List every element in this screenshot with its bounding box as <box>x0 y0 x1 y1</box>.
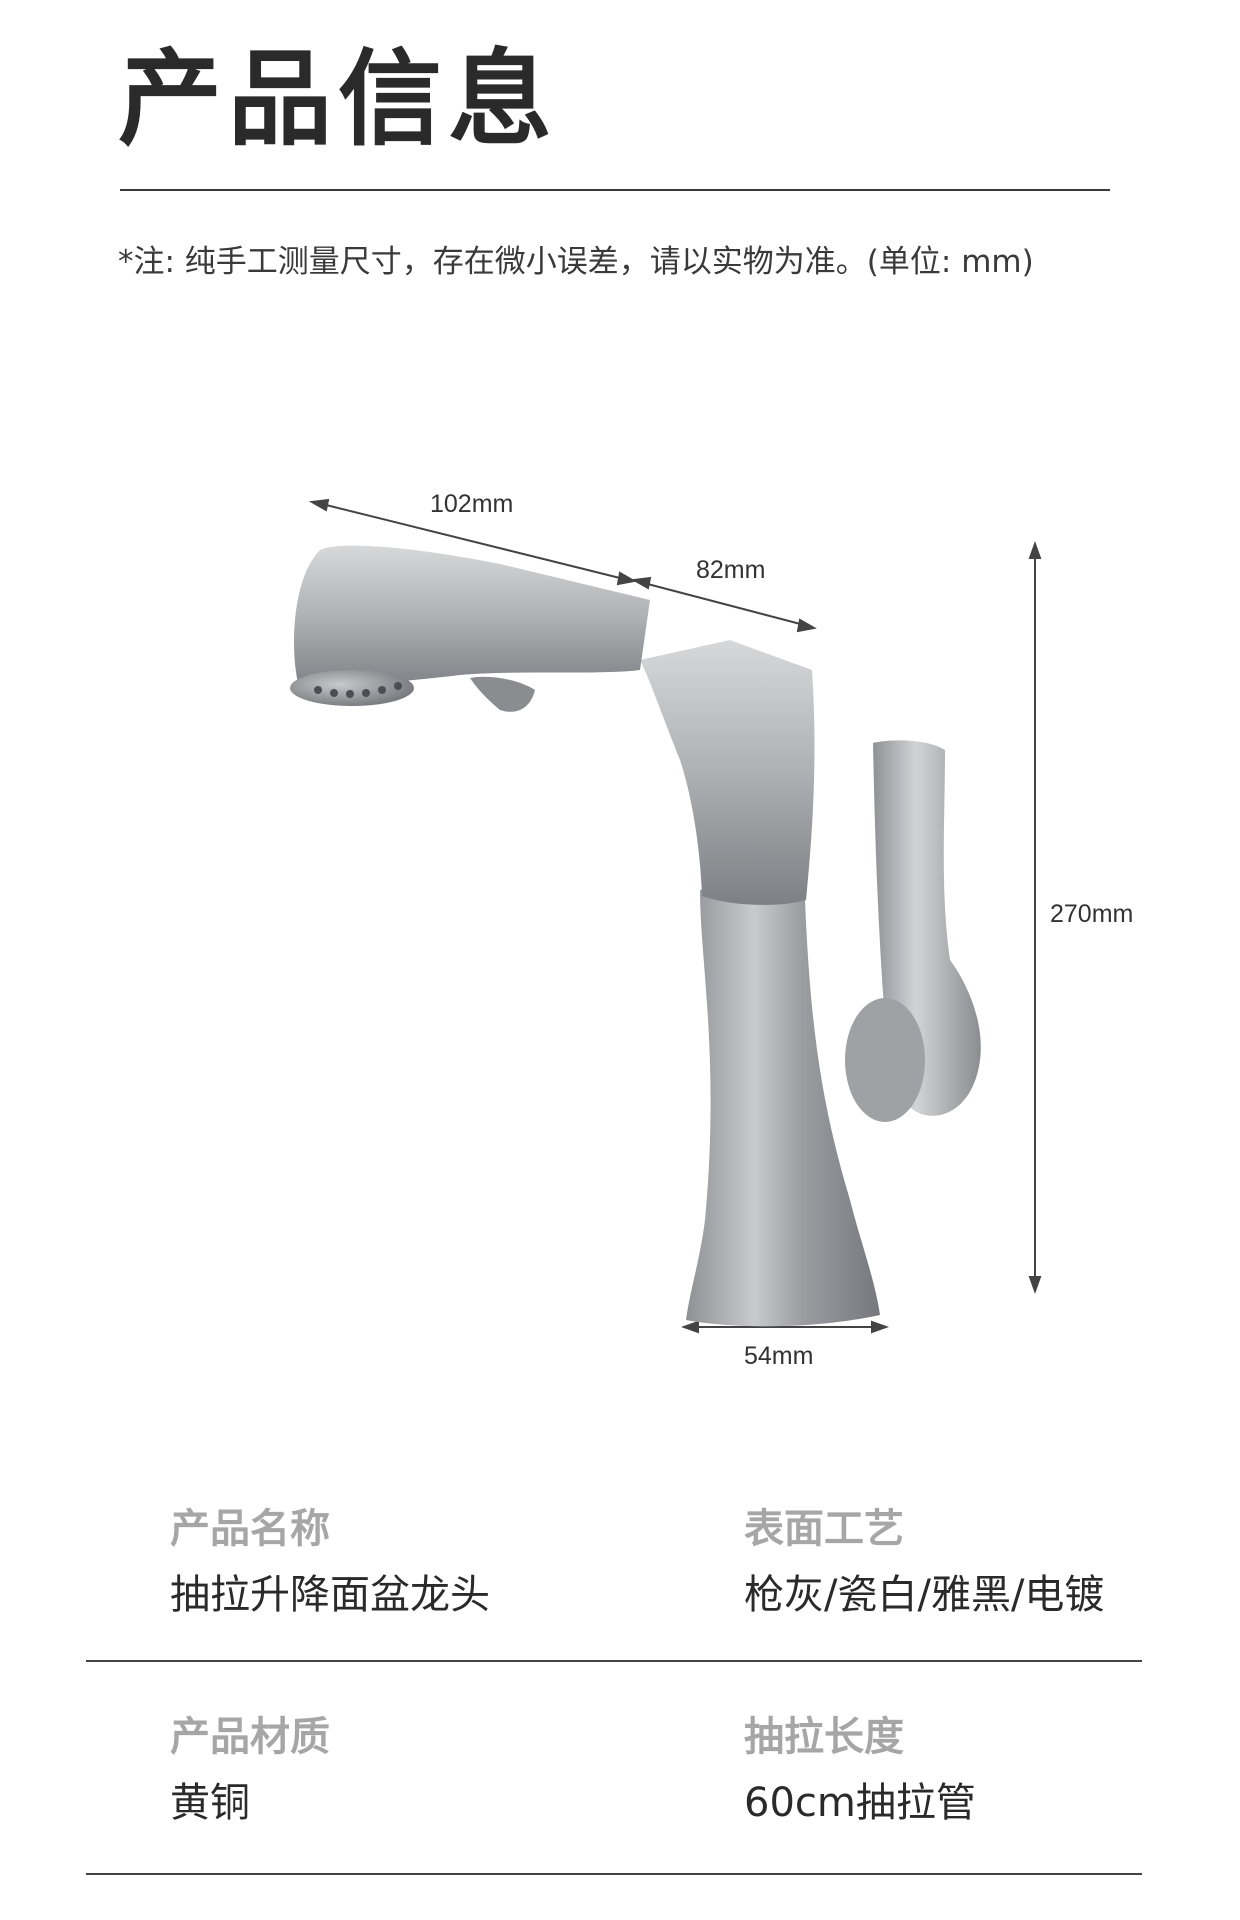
spec-label: 产品名称 <box>170 1506 330 1552</box>
dim-label-base: 54mm <box>744 1342 814 1370</box>
dim-label-spout: 102mm <box>430 490 514 518</box>
spec-product-name: 产品名称 抽拉升降面盆龙头 <box>170 1505 490 1619</box>
faucet-body <box>686 888 880 1327</box>
spec-label: 抽拉长度 <box>744 1714 904 1760</box>
spec-value: 枪灰/瓷白/雅黑/电镀 <box>744 1572 1105 1618</box>
faucet-illustration <box>290 498 1042 1334</box>
faucet-spout <box>294 545 650 690</box>
spec-label: 表面工艺 <box>744 1506 904 1552</box>
spec-value: 抽拉升降面盆龙头 <box>170 1572 490 1618</box>
dim-label-height: 270mm <box>1050 900 1134 928</box>
spec-value: 黄铜 <box>170 1780 250 1826</box>
dim-line-spout <box>308 498 637 586</box>
dim-line-base <box>681 1320 889 1334</box>
page-title: 产品信息 <box>118 38 559 160</box>
spec-value: 60cm抽拉管 <box>744 1780 976 1826</box>
spec-row-divider <box>86 1660 1142 1662</box>
spray-nozzles <box>314 682 402 698</box>
dim-line-height <box>1028 541 1042 1294</box>
spec-material: 产品材质 黄铜 <box>170 1713 330 1827</box>
dim-line-upper <box>630 576 817 633</box>
faucet-figure: 102mm 82mm 270mm 54mm <box>0 460 1240 1370</box>
spec-surface-finish: 表面工艺 枪灰/瓷白/雅黑/电镀 <box>744 1505 1104 1619</box>
spec-row-divider <box>86 1873 1142 1875</box>
spec-pull-length: 抽拉长度 60cm抽拉管 <box>744 1713 976 1827</box>
title-divider <box>120 189 1110 191</box>
dim-label-upper: 82mm <box>696 556 766 584</box>
spec-label: 产品材质 <box>170 1714 330 1760</box>
measurement-note: *注: 纯手工测量尺寸，存在微小误差，请以实物为准。(单位: mm) <box>118 244 1034 280</box>
handle-hub <box>845 998 925 1122</box>
spray-button <box>470 676 535 712</box>
spray-head <box>290 670 414 706</box>
faucet-neck <box>640 640 815 905</box>
